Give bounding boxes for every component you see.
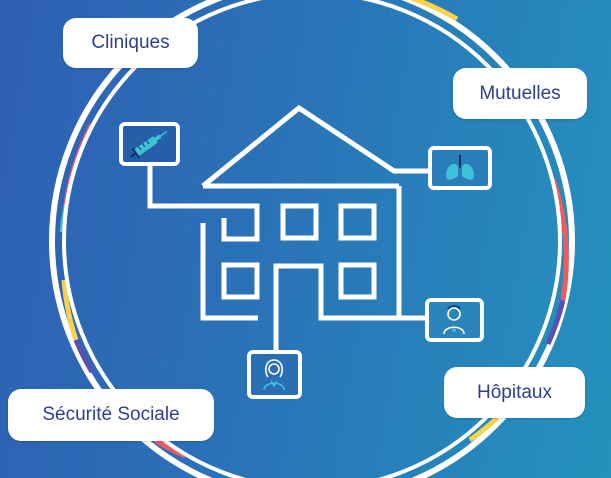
syringe-icon: [130, 130, 168, 159]
house-roof: [201, 104, 430, 188]
ring-segment-yellow-left: [61, 279, 79, 341]
connector-left-wall: [200, 223, 258, 321]
outer-ring: [49, 0, 575, 478]
house-door: [273, 263, 427, 324]
ring-segment-purple-left: [73, 339, 95, 374]
label-securite-sociale: Sécurité Sociale: [8, 389, 214, 441]
house: [201, 104, 430, 324]
window-bottom-left: [221, 262, 260, 300]
lungs-icon: [446, 155, 474, 180]
female-doctor-icon: [263, 359, 285, 391]
window-top-right: [338, 203, 377, 241]
syringe-icon-box: [119, 122, 180, 166]
connectors: [147, 163, 402, 352]
inner-ring: [62, 0, 562, 478]
label-mutuelles: Mutuelles: [453, 68, 587, 119]
label-cliniques: Cliniques: [63, 18, 198, 68]
ring-segment-yellow-top: [409, 0, 459, 22]
male-doctor-icon: [443, 305, 465, 335]
ring-segment-purple-right: [545, 299, 566, 346]
male-doctor-icon-box: [425, 298, 484, 342]
window-top-middle: [280, 203, 319, 241]
connector-syringe: [147, 163, 260, 242]
window-bottom-right: [338, 262, 377, 300]
ring-segment-yellow-bottomright: [468, 416, 499, 443]
lungs-icon-box: [428, 146, 492, 190]
label-hopitaux: Hôpitaux: [444, 367, 585, 418]
female-doctor-icon-box: [247, 350, 302, 399]
